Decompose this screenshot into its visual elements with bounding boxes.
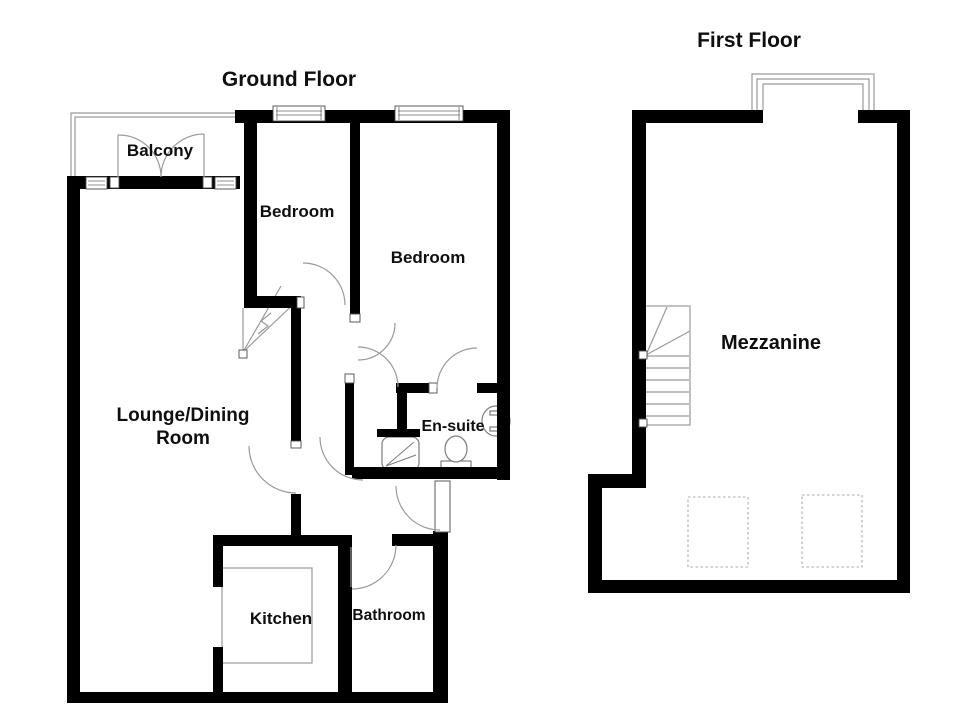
mezzanine-stairs-icon: [641, 305, 691, 426]
wall-bedroom1-left: [244, 110, 257, 303]
bay-window-line: [751, 73, 875, 110]
bedroom1-door-arc: [302, 262, 346, 306]
wall-bottom: [588, 580, 910, 593]
wall-right-upper: [497, 110, 510, 480]
ensuite-label: En-suite: [421, 418, 484, 435]
stairs-break-line: [257, 312, 272, 335]
bedroom-right-label: Bedroom: [391, 248, 466, 267]
stairs-winder: [645, 330, 691, 356]
wall-ensuite-left: [345, 383, 354, 475]
wall-step-vertical: [588, 474, 602, 593]
bay-window-line: [756, 78, 870, 110]
wall-bedroom-divider: [350, 110, 360, 315]
ground-floor-title: Ground Floor: [222, 68, 356, 91]
wall-bottom: [67, 692, 448, 703]
wall-kitchen-bathroom: [338, 535, 352, 692]
shower-line: [385, 441, 415, 467]
wall-ensuite-bottom: [352, 467, 510, 479]
first-floor-plan: First Floor Mezzanine: [588, 29, 910, 593]
wall-hall-divider-lower: [291, 494, 301, 536]
ground-floor-windows: [85, 105, 464, 190]
dashed-square: [801, 494, 863, 568]
hall-door-arc: [357, 346, 399, 388]
wall-left: [67, 176, 80, 703]
entry-door-frame: [434, 480, 451, 533]
stairs-jamb: [638, 350, 648, 360]
dashed-square: [687, 496, 749, 568]
wall-cap: [290, 440, 302, 449]
wall-ensuite-top-a: [396, 383, 429, 393]
window-icon: [214, 176, 237, 190]
door-jamb: [428, 382, 438, 394]
wall-step-horizontal: [588, 474, 646, 488]
kitchen-label: Kitchen: [250, 609, 312, 628]
ground-floor-plan: Ground Floor Balcony Bedroom Bedroom Lou…: [67, 68, 511, 703]
window-icon: [85, 176, 108, 190]
lounge-door-arc: [248, 445, 297, 494]
bay-window-outline: [751, 73, 875, 110]
shower-line: [385, 454, 417, 467]
entry-door-arc: [395, 485, 441, 531]
wall-bathroom-top: [392, 534, 437, 546]
wall-cap: [349, 313, 361, 323]
wall-hall-divider: [291, 296, 301, 446]
cupboard-door-arc: [319, 436, 364, 481]
lounge-label-line2: Room: [156, 428, 210, 449]
balcony-door-arc: [117, 134, 162, 178]
bedroom2-door-arc: [357, 322, 396, 361]
stairs-newel: [238, 349, 248, 359]
ground-floor-doors: [117, 133, 478, 590]
ensuite-door-arc: [436, 347, 478, 389]
wall-ensuite-top-b: [477, 383, 497, 393]
wall-ensuite-inner-v: [397, 393, 407, 431]
stairs-box: [641, 305, 691, 426]
bay-window-line: [762, 83, 864, 110]
wall-cap: [296, 296, 305, 309]
first-floor-title: First Floor: [697, 29, 801, 52]
balcony-outline-inner: [74, 116, 236, 176]
wall-bedroom1-bottom: [244, 296, 298, 308]
window-icon: [272, 105, 326, 122]
wall-caps: [109, 176, 438, 449]
door-jamb: [202, 176, 213, 189]
wall-right-lower: [433, 531, 448, 703]
wall-right: [897, 110, 910, 593]
bathroom-door-arc: [351, 544, 397, 590]
lounge-label-line1: Lounge/Dining: [117, 405, 250, 426]
window-icon: [394, 105, 464, 122]
stairs-jamb: [638, 418, 648, 428]
wall-top-left: [632, 110, 763, 123]
balcony-outline: [70, 112, 236, 176]
wall-cap: [344, 373, 355, 384]
mezzanine-label: Mezzanine: [721, 332, 821, 354]
door-jamb: [109, 176, 120, 189]
first-floor-walls: [588, 110, 910, 593]
wall-kitchen-left-lower: [213, 647, 223, 692]
bathroom-label: Bathroom: [352, 607, 425, 624]
wall-left: [632, 110, 646, 478]
balcony-door-arc: [160, 133, 205, 178]
bedroom-left-label: Bedroom: [260, 202, 335, 221]
wall-kitchen-top: [213, 535, 348, 546]
wall-ensuite-inner-h: [377, 429, 420, 437]
balcony-outline-outer: [70, 112, 236, 176]
wall-kitchen-left-upper: [213, 535, 223, 587]
kitchen-counter: [221, 567, 313, 664]
balcony-label: Balcony: [127, 141, 194, 160]
stairs-winder: [645, 306, 668, 356]
toilet-icon: [444, 435, 468, 463]
